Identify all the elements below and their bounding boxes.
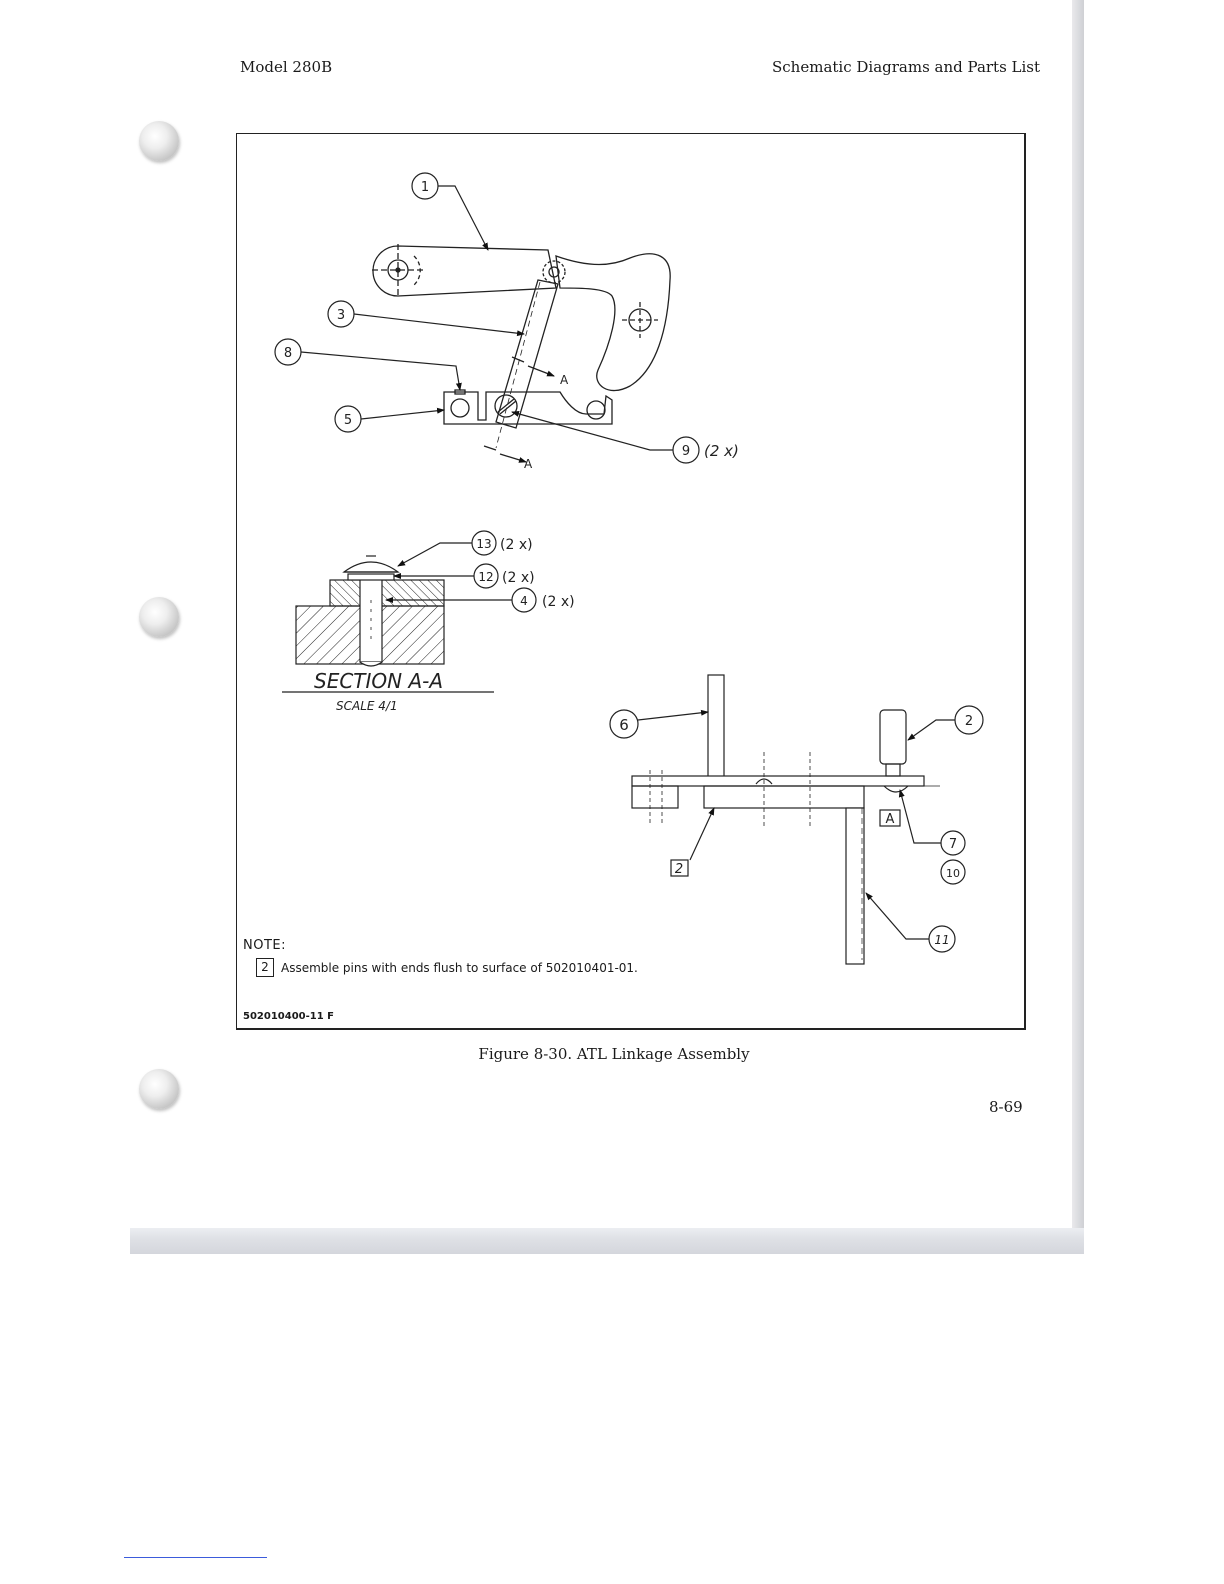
callout-11: 11: [934, 933, 949, 947]
base-plate: [632, 776, 924, 786]
shaft-11: [846, 808, 864, 964]
screw-head-section: [344, 562, 398, 572]
note-flag-box: 2: [256, 958, 274, 977]
note-text: Assemble pins with ends flush to surface…: [281, 961, 638, 975]
pin-6: [708, 675, 724, 785]
callout-1: 1: [421, 180, 429, 195]
bottom-rule: [124, 1557, 267, 1558]
callout-4-qty: (2 x): [542, 594, 575, 610]
callout-10: 10: [946, 867, 960, 880]
callout-12-qty: (2 x): [502, 570, 535, 586]
drawing-number: 502010400-11 F: [243, 1011, 334, 1022]
note-title: NOTE:: [243, 938, 286, 953]
top-view: [372, 244, 670, 462]
flag-2-label: 2: [675, 862, 683, 877]
section-scale: SCALE 4/1: [336, 699, 398, 713]
page-number: 8-69: [989, 1098, 1023, 1116]
section-a-a: [296, 556, 444, 666]
callout-5: 5: [344, 413, 352, 428]
figure-caption: Figure 8-30. ATL Linkage Assembly: [0, 1045, 1224, 1063]
callout-13: 13: [476, 537, 491, 551]
section-title: SECTION A-A: [314, 669, 443, 693]
callout-2: 2: [965, 714, 973, 729]
callout-9: 9: [682, 444, 690, 459]
callout-3: 3: [337, 308, 345, 323]
callout-12: 12: [478, 570, 493, 584]
callout-13-qty: (2 x): [500, 537, 533, 553]
callout-9-qty: (2 x): [704, 442, 739, 460]
flag-a-label: A: [886, 812, 895, 827]
callout-8: 8: [284, 346, 292, 361]
figure-caption-text: Figure 8-30. ATL Linkage Assembly: [478, 1045, 749, 1063]
callout-6: 6: [619, 716, 629, 734]
cam-plate: [556, 254, 670, 391]
section-marker-top: A: [560, 373, 569, 387]
callout-7: 7: [949, 837, 957, 852]
callout-4: 4: [520, 594, 528, 608]
section-marker-bottom: A: [524, 457, 533, 471]
roller-2: [880, 710, 906, 764]
